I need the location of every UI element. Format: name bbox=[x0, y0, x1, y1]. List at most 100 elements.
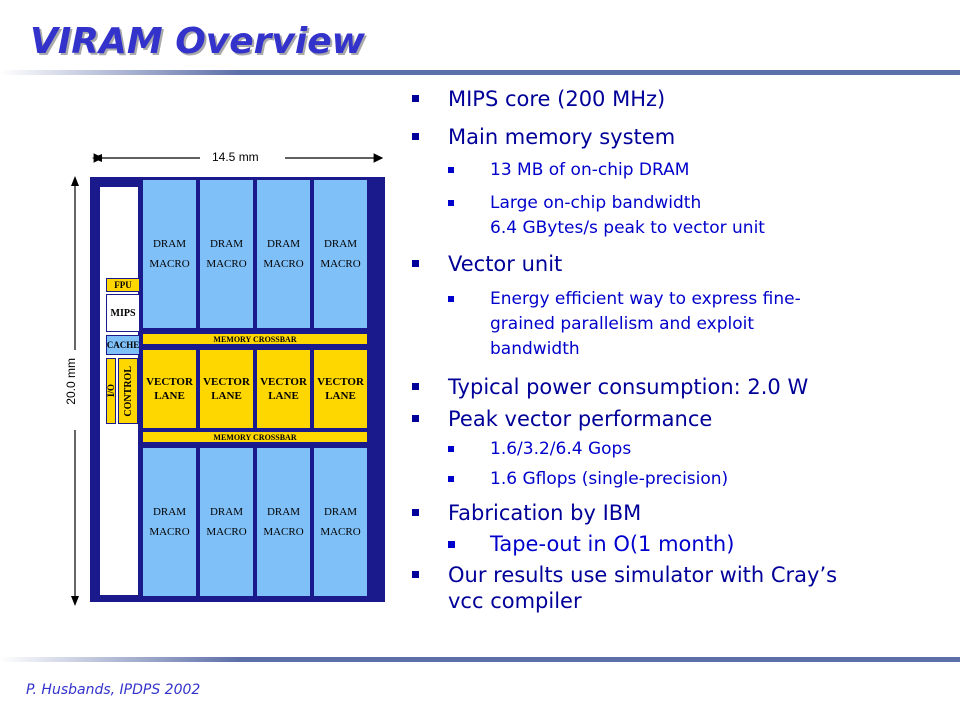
lane-label: LANE bbox=[211, 390, 242, 402]
height-arrowhead-bottom bbox=[71, 596, 79, 606]
cache-block: CACHE bbox=[106, 335, 140, 355]
bullet-vector-unit: Vector unit bbox=[412, 251, 942, 277]
macro-label: MACRO bbox=[149, 526, 190, 538]
memory-crossbar-top: MEMORY CROSSBAR bbox=[142, 333, 368, 345]
vector-label: VECTOR bbox=[146, 376, 193, 388]
dram-label: DRAM bbox=[209, 506, 243, 518]
bullet-marker-icon bbox=[412, 383, 419, 390]
macro-label: MACRO bbox=[320, 258, 361, 270]
bullet-marker-icon bbox=[412, 95, 419, 102]
bullet-list: MIPS core (200 MHz) Main memory system 1… bbox=[412, 86, 942, 614]
lane-label: LANE bbox=[268, 390, 299, 402]
bullet-power: Typical power consumption: 2.0 W bbox=[412, 374, 942, 400]
sub-bullet-gflops: 1.6 Gflops (single-precision) bbox=[448, 467, 942, 492]
bullet-text: Typical power consumption: 2.0 W bbox=[448, 375, 809, 399]
macro-label: MACRO bbox=[263, 258, 304, 270]
lane-label: LANE bbox=[154, 390, 185, 402]
slide-title: VIRAM Overview bbox=[30, 21, 365, 62]
chip-floorplan-diagram: 14.5 mm 20.0 mm FPU MIPS CACHE I/O CONTR… bbox=[40, 140, 400, 610]
sub-bullet-text-line2: grained parallelism and exploit bbox=[490, 314, 755, 334]
bullet-marker-icon bbox=[448, 541, 455, 548]
sub-bullet-gops: 1.6/3.2/6.4 Gops bbox=[448, 437, 942, 462]
bullet-main-memory: Main memory system bbox=[412, 124, 942, 150]
io-block: I/O bbox=[106, 358, 116, 424]
vector-lane-3: VECTOR LANE bbox=[256, 349, 311, 429]
bullet-text: Peak vector performance bbox=[448, 407, 713, 431]
height-dimension-label: 20.0 mm bbox=[64, 358, 78, 405]
dram-macro-bottom-3: DRAM MACRO bbox=[256, 447, 311, 597]
bullet-marker-icon bbox=[448, 167, 454, 173]
width-dimension-label: 14.5 mm bbox=[212, 150, 259, 164]
bullet-fabrication: Fabrication by IBM bbox=[412, 500, 942, 526]
sub-bullet-bandwidth: Large on-chip bandwidth 6.4 GBytes/s peak… bbox=[448, 191, 942, 241]
sub-bullet-text-line3: bandwidth bbox=[490, 339, 580, 359]
sub-bullet-text: 13 MB of on-chip DRAM bbox=[490, 160, 690, 180]
dram-label: DRAM bbox=[323, 238, 357, 250]
bullet-marker-icon bbox=[448, 476, 454, 482]
vector-lane-2: VECTOR LANE bbox=[199, 349, 254, 429]
sub-bullet-text: Large on-chip bandwidth bbox=[490, 193, 702, 213]
macro-label: MACRO bbox=[206, 258, 247, 270]
dram-macro-bottom-4: DRAM MACRO bbox=[313, 447, 368, 597]
bullet-marker-icon bbox=[412, 415, 419, 422]
width-arrowhead-left bbox=[92, 154, 102, 162]
vector-label: VECTOR bbox=[317, 376, 364, 388]
bullet-marker-icon bbox=[412, 509, 419, 516]
bullet-marker-icon bbox=[448, 200, 454, 206]
dram-label: DRAM bbox=[266, 506, 300, 518]
sub-bullet-text: Tape-out in O(1 month) bbox=[490, 532, 735, 556]
footer-credit: P. Husbands, IPDPS 2002 bbox=[26, 682, 201, 698]
crossbar-label: MEMORY CROSSBAR bbox=[213, 432, 297, 442]
macro-label: MACRO bbox=[206, 526, 247, 538]
control-block: CONTROL bbox=[118, 358, 138, 424]
macro-label: MACRO bbox=[320, 526, 361, 538]
sub-bullet-text-line2: 6.4 GBytes/s peak to vector unit bbox=[490, 218, 765, 238]
dram-macro-top-3: DRAM MACRO bbox=[256, 179, 311, 329]
dram-label: DRAM bbox=[152, 506, 186, 518]
bullet-text-line2: vcc compiler bbox=[448, 589, 582, 613]
dram-label: DRAM bbox=[266, 238, 300, 250]
mips-label: MIPS bbox=[110, 307, 136, 319]
memory-crossbar-bottom: MEMORY CROSSBAR bbox=[142, 431, 368, 443]
mips-block: MIPS bbox=[106, 294, 140, 332]
control-label: CONTROL bbox=[122, 365, 134, 417]
bullet-marker-icon bbox=[448, 296, 454, 302]
bullet-marker-icon bbox=[412, 133, 419, 140]
dram-label: DRAM bbox=[152, 238, 186, 250]
bullet-text: Fabrication by IBM bbox=[448, 501, 642, 525]
bullet-text: MIPS core (200 MHz) bbox=[448, 87, 666, 111]
macro-label: MACRO bbox=[263, 526, 304, 538]
crossbar-label: MEMORY CROSSBAR bbox=[213, 334, 297, 344]
lane-label: LANE bbox=[325, 390, 356, 402]
sub-bullet-text: 1.6 Gflops (single-precision) bbox=[490, 469, 729, 489]
bullet-mips-core: MIPS core (200 MHz) bbox=[412, 86, 942, 112]
chip-die: FPU MIPS CACHE I/O CONTROL DRAM MACRO DRA… bbox=[90, 177, 385, 602]
height-arrowhead-top bbox=[71, 176, 79, 186]
sub-bullet-tapeout: Tape-out in O(1 month) bbox=[448, 531, 942, 557]
bullet-marker-icon bbox=[412, 571, 419, 578]
dram-label: DRAM bbox=[209, 238, 243, 250]
dram-macro-bottom-1: DRAM MACRO bbox=[142, 447, 197, 597]
vector-lane-4: VECTOR LANE bbox=[313, 349, 368, 429]
sub-bullet-energy-efficient: Energy efficient way to express fine-gra… bbox=[448, 287, 942, 362]
sub-bullet-text: Energy efficient way to express fine- bbox=[490, 289, 801, 309]
sub-bullet-dram-size: 13 MB of on-chip DRAM bbox=[448, 158, 942, 183]
footer-divider bbox=[0, 657, 960, 662]
io-label: I/O bbox=[106, 384, 116, 398]
dimension-arrows bbox=[71, 153, 384, 606]
bullet-text: Vector unit bbox=[448, 252, 563, 276]
vector-label: VECTOR bbox=[260, 376, 307, 388]
fpu-block: FPU bbox=[106, 278, 140, 292]
bullet-text: Main memory system bbox=[448, 125, 676, 149]
bullet-marker-icon bbox=[448, 446, 454, 452]
sub-bullet-text: 1.6/3.2/6.4 Gops bbox=[490, 439, 632, 459]
cache-label: CACHE bbox=[106, 340, 140, 350]
vector-label: VECTOR bbox=[203, 376, 250, 388]
fpu-label: FPU bbox=[114, 280, 132, 290]
title-divider bbox=[0, 70, 960, 75]
dram-macro-top-2: DRAM MACRO bbox=[199, 179, 254, 329]
dram-macro-top-4: DRAM MACRO bbox=[313, 179, 368, 329]
vector-lane-1: VECTOR LANE bbox=[142, 349, 197, 429]
dram-label: DRAM bbox=[323, 506, 357, 518]
